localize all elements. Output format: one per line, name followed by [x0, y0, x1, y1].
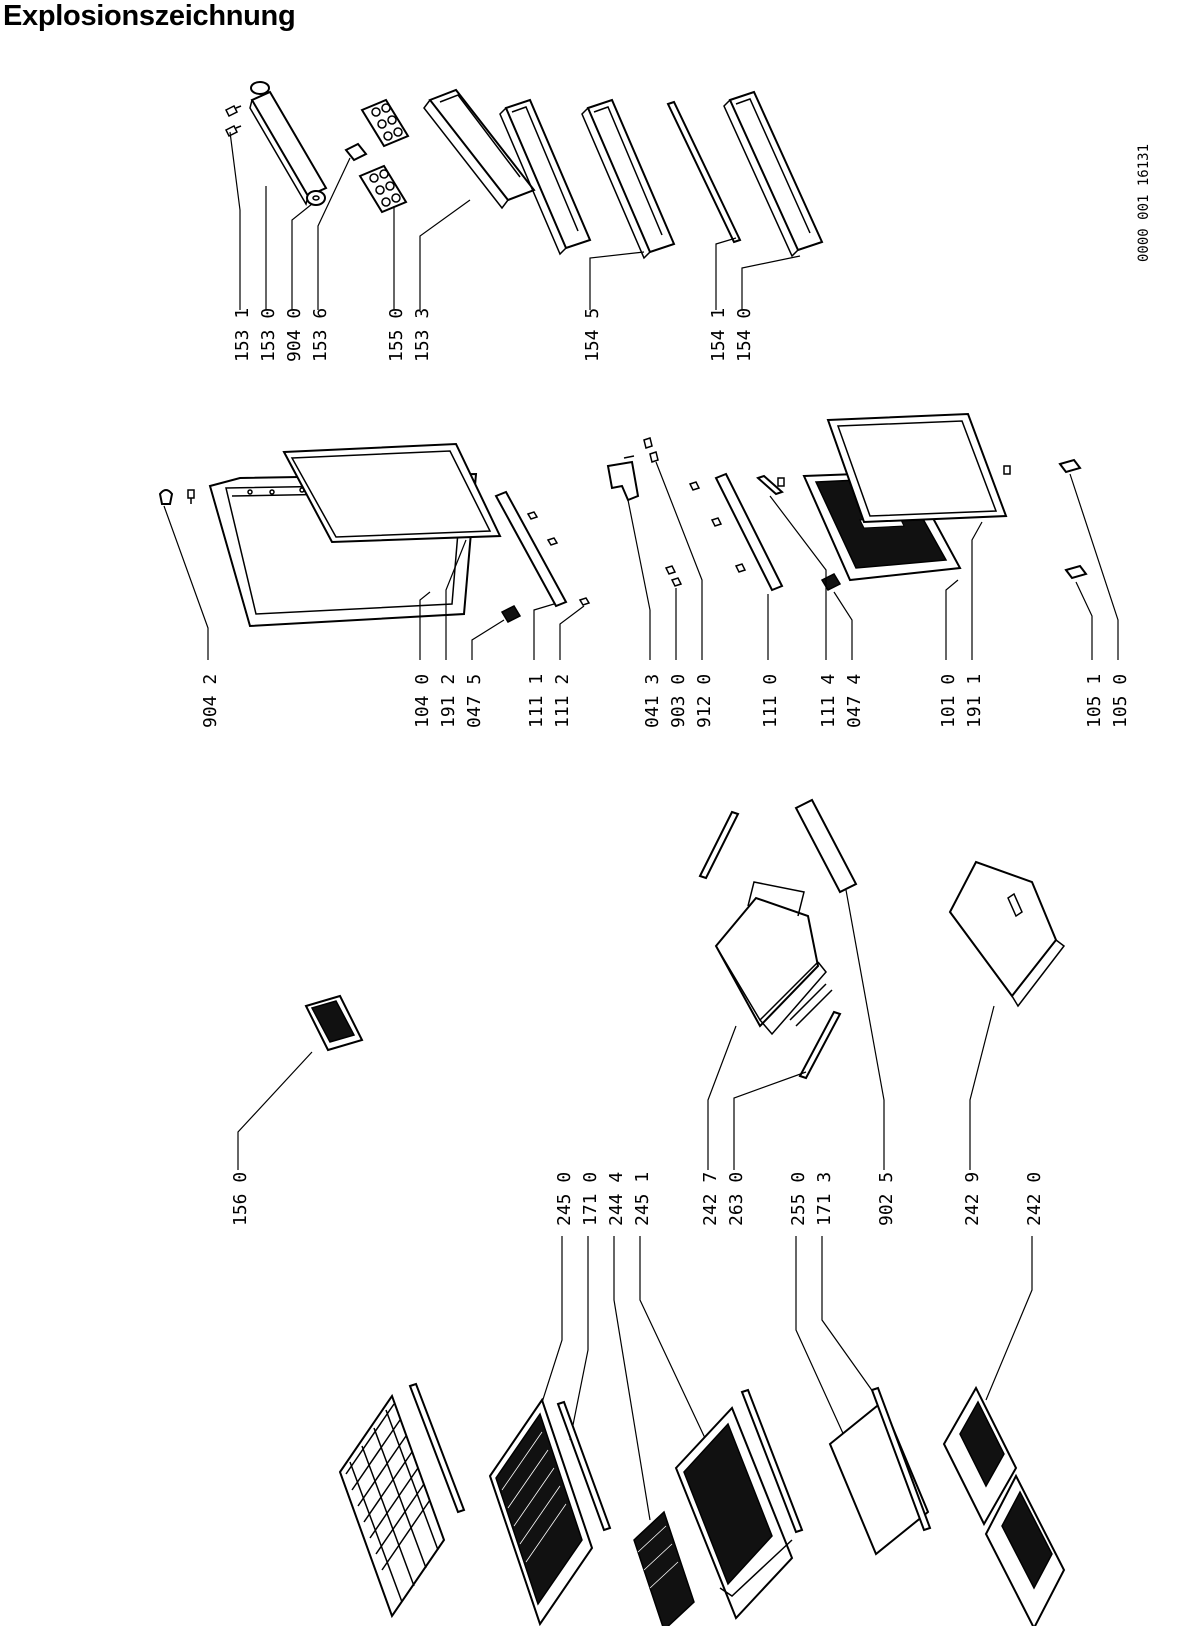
part-244-4-grid	[633, 1510, 695, 1626]
part-154-1-retaining-strip	[666, 100, 742, 244]
part-041-3-hinge	[606, 455, 640, 502]
part-rail-upper	[698, 810, 740, 880]
part-255-0-glass-plate	[828, 1400, 930, 1556]
part-047-4-hinge	[820, 573, 842, 591]
label-111-1: 111 1	[526, 674, 547, 728]
label-105-1: 105 1	[1084, 674, 1105, 728]
label-104-0: 104 0	[412, 674, 433, 728]
door-parts-leaders	[229, 131, 801, 310]
part-245-1-wire-shelf	[674, 1406, 794, 1620]
part-105-0-foot	[1058, 458, 1082, 474]
interior-parts-group: 156 0 242 7 263 0 902 5 242 9	[230, 798, 1066, 1226]
part-155-0-egg-tray	[358, 98, 410, 214]
label-101-0: 101 0	[938, 674, 959, 728]
shelf-strip-middle	[740, 1388, 804, 1534]
label-105-0: 105 0	[1110, 674, 1131, 728]
part-153-6-clip	[344, 142, 368, 162]
label-156-0: 156 0	[230, 1172, 251, 1226]
label-153-0: 153 0	[258, 308, 279, 362]
part-153-3-butter-box	[423, 88, 536, 210]
part-171-3-strip	[870, 1386, 932, 1532]
part-153-0-handle	[249, 81, 328, 206]
shelf-strip-top	[408, 1382, 466, 1514]
part-111-4-strip	[756, 474, 784, 496]
label-242-7: 242 7	[700, 1172, 721, 1226]
part-156-0-ice-cube-tray	[304, 994, 364, 1052]
part-912-0-screws	[643, 437, 659, 463]
label-111-0: 111 0	[760, 674, 781, 728]
label-191-1: 191 1	[964, 674, 985, 728]
part-154-5-door-shelf	[581, 98, 676, 260]
label-154-1: 154 1	[708, 308, 729, 362]
door-parts-group: 153 1 153 0 904 0 153 6 155 0 153 3 154 …	[224, 81, 824, 362]
label-902-5: 902 5	[876, 1172, 897, 1226]
label-171-0: 171 0	[580, 1172, 601, 1226]
part-903-0-screws	[664, 565, 683, 587]
part-242-0-basket-lower	[984, 1473, 1066, 1626]
part-245-0-wire-shelf	[488, 1397, 594, 1626]
label-263-0: 263 0	[726, 1172, 747, 1226]
interior-leaders	[237, 889, 995, 1170]
label-111-2: 111 2	[552, 674, 573, 728]
label-245-1: 245 1	[632, 1172, 653, 1226]
part-242-7-drawer	[714, 881, 833, 1036]
part-171-0-strip	[556, 1400, 612, 1532]
label-047-5: 047 5	[464, 674, 485, 728]
shelves-group: 245 0 171 0 244 4 245 1 255 0 171 3 242 …	[338, 1172, 1066, 1626]
part-door-shelf-a	[499, 98, 592, 256]
door-assembly-group: 904 2 104 0 191 2 047 5 111 1 111 2 041 …	[158, 412, 1131, 728]
label-047-4: 047 4	[844, 674, 865, 728]
label-154-5: 154 5	[582, 308, 603, 362]
label-155-0: 155 0	[386, 308, 407, 362]
part-111-0-bar	[714, 472, 784, 592]
part-153-1-screws	[224, 104, 242, 138]
part-904-0-cap	[306, 190, 326, 206]
label-244-4: 244 4	[606, 1172, 627, 1226]
label-242-0: 242 0	[1024, 1172, 1045, 1226]
part-242-9-drawer	[948, 860, 1066, 1008]
part-047-5-hinge	[500, 605, 522, 623]
label-154-0: 154 0	[734, 308, 755, 362]
door-assembly-leaders	[163, 461, 1119, 660]
part-263-0-rail	[798, 1010, 842, 1080]
label-242-9: 242 9	[962, 1172, 983, 1226]
part-242-0-basket-upper	[942, 1385, 1018, 1527]
part-191-2-upper-gasket	[282, 442, 502, 544]
part-111-1-bar	[494, 490, 568, 608]
label-041-3: 041 3	[642, 674, 663, 728]
part-902-5-cover-panel	[794, 798, 858, 894]
part-904-2-cap	[158, 489, 174, 505]
label-171-3: 171 3	[814, 1172, 835, 1226]
page-title: Explosionszeichnung	[3, 0, 296, 32]
label-153-6: 153 6	[310, 308, 331, 362]
label-245-0: 245 0	[554, 1172, 575, 1226]
part-105-1-foot	[1064, 564, 1088, 580]
part-111-2-nut	[578, 597, 591, 606]
part-191-1-lower-gasket	[826, 412, 1008, 524]
label-111-4: 111 4	[818, 674, 839, 728]
label-153-3: 153 3	[412, 308, 433, 362]
label-191-2: 191 2	[438, 674, 459, 728]
label-912-0: 912 0	[694, 674, 715, 728]
label-904-0: 904 0	[284, 308, 305, 362]
part-154-0-bottle-shelf	[723, 90, 824, 258]
document-code: 0000 001 16131	[1136, 144, 1152, 262]
label-255-0: 255 0	[788, 1172, 809, 1226]
wire-shelf-top	[338, 1393, 446, 1619]
label-903-0: 903 0	[668, 674, 689, 728]
label-904-2: 904 2	[200, 674, 221, 728]
label-153-1: 153 1	[232, 308, 253, 362]
